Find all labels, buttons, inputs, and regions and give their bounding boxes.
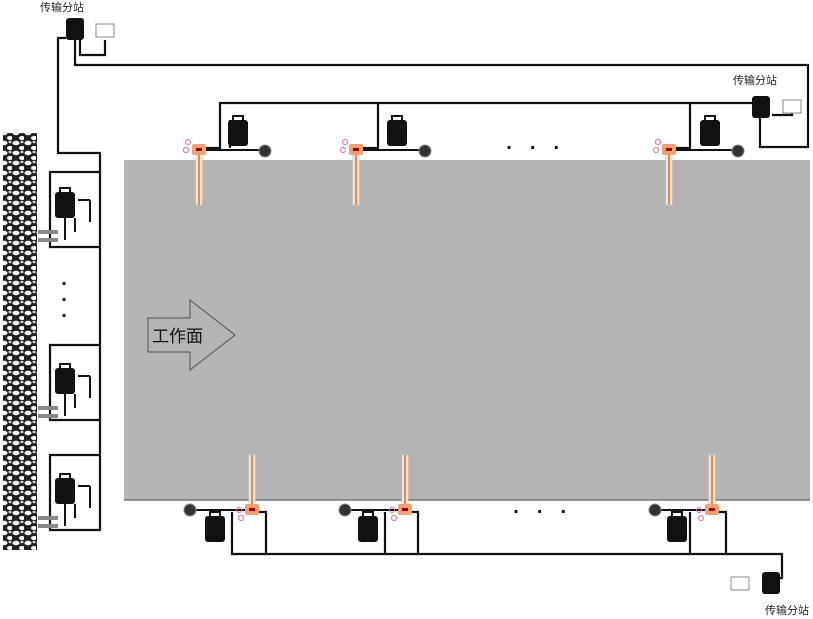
sensor-probe-icon [183, 503, 197, 517]
substation-label: 传输分站 [40, 0, 84, 14]
top-monitoring-point[interactable] [653, 115, 745, 206]
transmission-substation-top-right[interactable]: 传输分站 [733, 73, 802, 118]
transmission-substation-bottom-right[interactable]: 传输分站 [730, 572, 809, 617]
gas-sensor-tube-icon [340, 139, 363, 206]
display-unit-icon [95, 23, 115, 38]
monitor-box-icon [358, 511, 378, 542]
substation-label: 传输分站 [733, 73, 777, 87]
gas-sensor-tube-icon [183, 139, 206, 206]
substation-label: 传输分站 [765, 603, 809, 617]
gob-rock-column [3, 133, 37, 550]
monitor-box-icon [205, 511, 225, 542]
gas-sensor-tube-icon [653, 139, 676, 206]
gas-sensor-tube-icon [236, 454, 259, 521]
gas-sensor-tube-icon [389, 454, 412, 521]
substation-device-icon [762, 572, 780, 594]
sensor-probe-icon [648, 503, 662, 517]
sensor-probe-icon [418, 144, 432, 158]
ellipsis-left-1: · [61, 274, 73, 293]
monitor-box-icon [55, 187, 75, 218]
goaf-probe-icon [38, 524, 58, 528]
bottom-monitoring-point[interactable] [183, 454, 259, 542]
display-unit-icon [730, 576, 750, 591]
top-monitoring-point[interactable] [340, 115, 432, 206]
sensor-probe-icon [731, 144, 745, 158]
goaf-monitoring-point[interactable] [38, 187, 91, 242]
goaf-probe-icon [38, 230, 58, 234]
monitor-box-icon [228, 115, 248, 146]
ellipsis-left-2: · [61, 290, 73, 309]
top-monitoring-point[interactable] [183, 115, 272, 206]
gas-sensor-tube-icon [696, 454, 719, 521]
display-unit-icon [782, 99, 802, 114]
goaf-monitoring-point[interactable] [38, 363, 91, 418]
bottom-monitoring-point[interactable] [338, 454, 412, 542]
goaf-probe-icon [38, 238, 58, 242]
monitor-box-icon [387, 115, 407, 146]
goaf-probe-icon [38, 414, 58, 418]
substation-device-icon [66, 18, 84, 40]
bottom-monitoring-point[interactable] [648, 454, 719, 542]
sensor-probe-icon [258, 144, 272, 158]
transmission-substation-top-left[interactable]: 传输分站 [40, 0, 115, 40]
ellipsis-top: · · · [506, 138, 565, 157]
working-face-label: 工作面 [152, 327, 203, 347]
ellipsis-bottom: · · · [513, 502, 572, 521]
working-face-direction-arrow: 工作面 [147, 298, 236, 372]
goaf-probe-icon [38, 516, 58, 520]
monitor-box-icon [700, 115, 720, 146]
monitor-box-icon [667, 511, 687, 542]
sensor-probe-icon [338, 503, 352, 517]
ellipsis-left-3: · [61, 306, 73, 325]
substation-device-icon [752, 96, 770, 118]
goaf-probe-icon [38, 406, 58, 410]
goaf-monitoring-point[interactable] [38, 473, 91, 528]
monitor-box-icon [55, 473, 75, 504]
monitor-box-icon [55, 363, 75, 394]
working-face-area [124, 160, 810, 500]
